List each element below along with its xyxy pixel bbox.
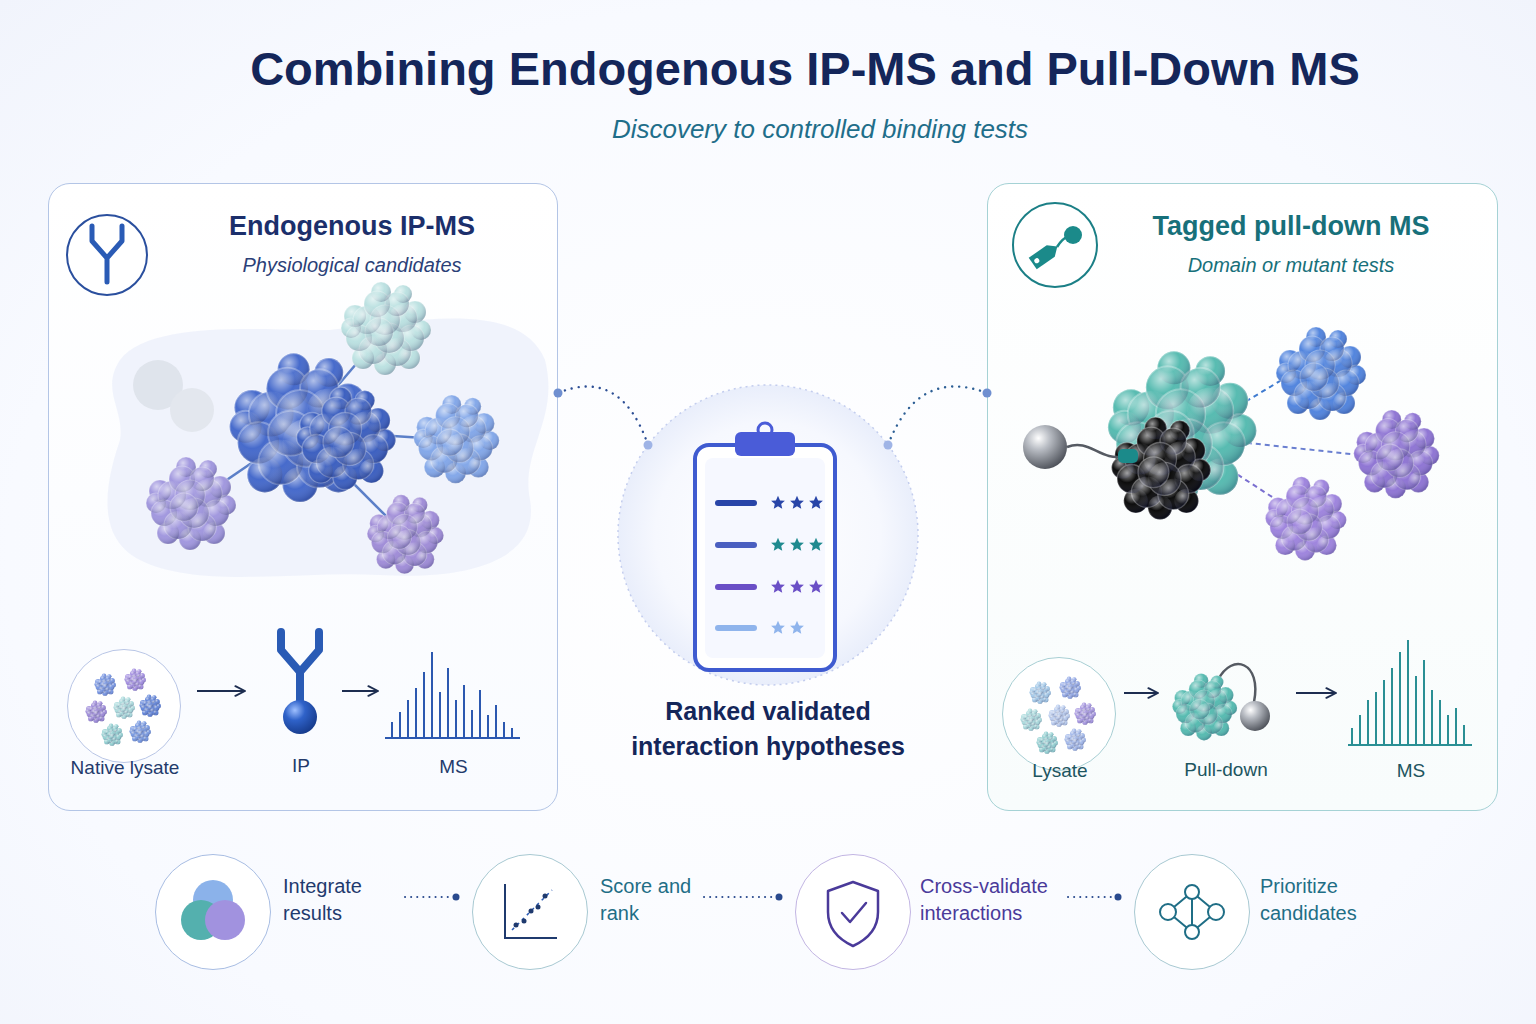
node-circle: [472, 854, 588, 970]
step-label: Lysate: [973, 759, 1147, 783]
dotted-connector: [1068, 896, 1118, 898]
panel-subheading: Physiological candidates: [167, 253, 537, 278]
pulldown-step: Pull-down: [1166, 656, 1286, 751]
ms-step: MS: [381, 641, 526, 746]
dotted-connector: [704, 896, 779, 898]
dotted-connector: [888, 387, 987, 446]
step-text: Integrate results: [283, 873, 383, 927]
diagram-title: Combining Endogenous IP-MS and Pull-Down…: [105, 40, 1505, 99]
workflow-step: Integrate results: [155, 854, 395, 970]
method-panel: Tagged pull-down MS Domain or mutant test…: [987, 183, 1498, 811]
dotted-connector: [558, 387, 648, 446]
ip-step: IP: [263, 626, 339, 736]
ranked-hypotheses-hub: Ranked validated interaction hypotheses: [598, 378, 938, 763]
node-circle: [1134, 854, 1250, 970]
workflow-step: Prioritize candidates: [1134, 854, 1374, 970]
step-text: Score and rank: [600, 873, 710, 927]
subtitle: Discovery to controlled binding tests: [320, 113, 1320, 146]
workflow-step: Score and rank: [472, 854, 694, 970]
step-label: MS: [381, 755, 526, 779]
hub-circle: [618, 385, 918, 685]
panel-subheading: Domain or mutant tests: [1101, 253, 1481, 278]
workflow-step: Cross-validate interactions: [795, 854, 1060, 970]
step-label: Native lysate: [28, 756, 222, 780]
step-text: Prioritize candidates: [1260, 873, 1370, 927]
ms-step: MS: [1346, 641, 1476, 751]
node-circle: [795, 854, 911, 970]
panel-heading: Endogenous IP-MS: [167, 210, 537, 244]
panel-heading: Tagged pull-down MS: [1101, 210, 1481, 244]
node-circle: [155, 854, 271, 970]
hub-label: Ranked validated interaction hypotheses: [618, 694, 918, 764]
step-label: Pull-down: [1156, 758, 1296, 782]
lysate-circle: Lysate: [1002, 657, 1116, 771]
method-panel: Endogenous IP-MS Physiological candidates…: [48, 183, 558, 811]
step-text: Cross-validate interactions: [920, 873, 1060, 927]
dotted-connector: [405, 896, 456, 898]
lysate-circle: Native lysate: [67, 649, 181, 763]
step-label: IP: [253, 754, 349, 778]
step-label: MS: [1346, 759, 1476, 783]
